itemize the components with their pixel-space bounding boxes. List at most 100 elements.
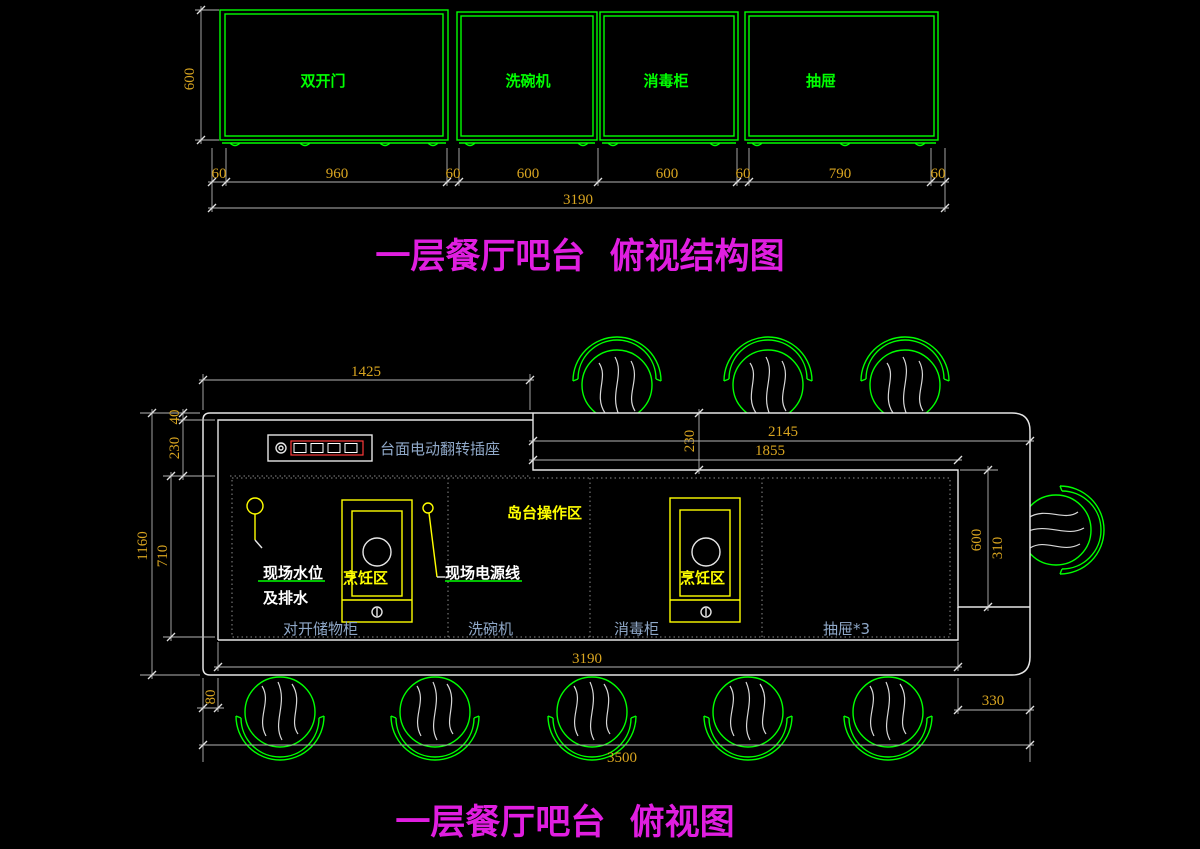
cooking-zone-label: 烹饪区	[343, 569, 388, 587]
power-point: 现场电源线	[422, 502, 522, 582]
panel-inner-outline	[460, 15, 594, 137]
dimension-text: 310	[990, 537, 1006, 560]
socket-knob-center	[278, 445, 284, 451]
dimension-tick	[528, 436, 538, 446]
cabinet-label-storage: 对开储物柜	[283, 620, 358, 638]
power-note: 现场电源线	[445, 564, 520, 582]
dimension-tick	[953, 455, 963, 465]
leader-line	[254, 539, 263, 549]
water-note-line-1: 现场水位	[263, 564, 323, 582]
panel-base	[747, 142, 936, 147]
panel-inner-outline	[603, 15, 735, 137]
overhang-dimensions: 80 330	[197, 678, 1035, 762]
panel-double-door: 双开门	[219, 9, 449, 147]
dimension-tick	[454, 177, 464, 187]
knob-icon	[700, 606, 712, 618]
dimension-text: 3190	[572, 651, 602, 667]
counter-inner-edge	[217, 419, 533, 640]
dimension-text: 330	[982, 693, 1005, 709]
cooktop-outline	[341, 499, 413, 623]
dimension-tick	[147, 408, 157, 418]
right-dimensions: 600 310	[960, 465, 1006, 612]
panel-inner-outline	[224, 13, 444, 137]
dimension-tick	[983, 465, 993, 475]
outlet	[293, 443, 307, 453]
raised-bar-edge	[532, 413, 1030, 608]
cooktop-left: 烹饪区	[341, 499, 413, 623]
dimension-tick	[198, 375, 208, 385]
power-point-icon	[422, 502, 434, 514]
cooktop-outline	[669, 497, 741, 623]
dimension-tick	[178, 415, 188, 425]
panel-base	[459, 142, 595, 147]
dimension-text: 960	[326, 166, 349, 182]
cabinet-label-dishwasher: 洗碗机	[468, 620, 513, 638]
left-dimensions: 40 230 1160 710	[135, 408, 215, 680]
cabinet-run-dimension: 3190	[213, 642, 963, 672]
bar-stool	[390, 676, 480, 761]
dimension-tick	[744, 177, 754, 187]
dimension-text: 600	[656, 166, 679, 182]
dimension-tick	[166, 632, 176, 642]
panel-label: 双开门	[300, 72, 345, 90]
outlet	[310, 443, 324, 453]
plan-view: 台面电动翻转插座 现场水位 及排水 烹饪区 现场电源线 岛台操作区	[135, 336, 1105, 843]
total-width-text: 3190	[563, 192, 593, 208]
dimension-tick	[528, 455, 538, 465]
dimension-text: 600	[969, 529, 985, 552]
socket-knob	[275, 442, 287, 454]
cabinet-label-drawers: 抽屉*3	[823, 620, 870, 638]
dimension-text: 60	[446, 166, 461, 182]
socket-label: 台面电动翻转插座	[380, 440, 500, 458]
dimension-text: 80	[203, 690, 219, 705]
panel-label: 抽屉	[806, 72, 836, 90]
panel-dishwasher: 洗碗机	[456, 11, 598, 147]
dimension-tick	[213, 662, 223, 672]
cabinet-label-sterilizer: 消毒柜	[614, 620, 659, 638]
outlet	[344, 443, 358, 453]
bar-stool	[860, 336, 950, 421]
dimension-tick	[953, 705, 963, 715]
water-point: 现场水位 及排水	[246, 497, 325, 607]
plan-title: 一层餐厅吧台 俯视图	[395, 803, 734, 843]
dimension-tick	[694, 408, 704, 418]
dimension-tick	[1025, 705, 1035, 715]
dimension-tick	[983, 602, 993, 612]
dimension-tick	[593, 177, 603, 187]
dimension-text: 600	[517, 166, 540, 182]
dimension-text: 3500	[607, 750, 637, 766]
dimension-tick	[213, 703, 223, 713]
dimension-tick	[940, 177, 950, 187]
overall-length-dimension: 3500	[198, 740, 1035, 766]
elevation-view: 600 双开门 洗碗机 消毒柜 抽屉 6	[182, 5, 950, 277]
cooking-zone-label: 烹饪区	[680, 569, 725, 587]
panel-sterilizer: 消毒柜	[599, 11, 739, 147]
bar-dimensions: 230 2145 1855	[528, 408, 1035, 475]
height-dimension: 600	[182, 5, 219, 145]
bar-stool	[235, 676, 325, 761]
leader-line	[428, 512, 438, 578]
dimension-tick	[147, 670, 157, 680]
dimension-text: 710	[155, 545, 171, 568]
bar-stool	[547, 676, 637, 761]
panel-base	[602, 142, 736, 147]
dimension-tick	[442, 177, 452, 187]
dimension-tick	[694, 465, 704, 475]
extension-lines	[202, 678, 1031, 762]
panel-outline	[456, 11, 598, 141]
cooktop-right: 烹饪区	[669, 497, 741, 623]
dimension-tick	[166, 471, 176, 481]
socket-outlet-strip	[290, 440, 364, 456]
panel-outline	[219, 9, 449, 141]
dimension-tick	[207, 177, 217, 187]
dimension-text: 40	[167, 410, 183, 425]
counter-outline	[202, 412, 1031, 676]
outlet	[327, 443, 341, 453]
dimension-tick	[196, 5, 206, 15]
total-width-dimension: 3190	[207, 192, 950, 213]
dimension-tick	[1025, 740, 1035, 750]
bar-stool	[703, 676, 793, 761]
dimension-tick	[178, 471, 188, 481]
bar-stool	[723, 336, 813, 421]
dimension-tick	[221, 177, 231, 187]
